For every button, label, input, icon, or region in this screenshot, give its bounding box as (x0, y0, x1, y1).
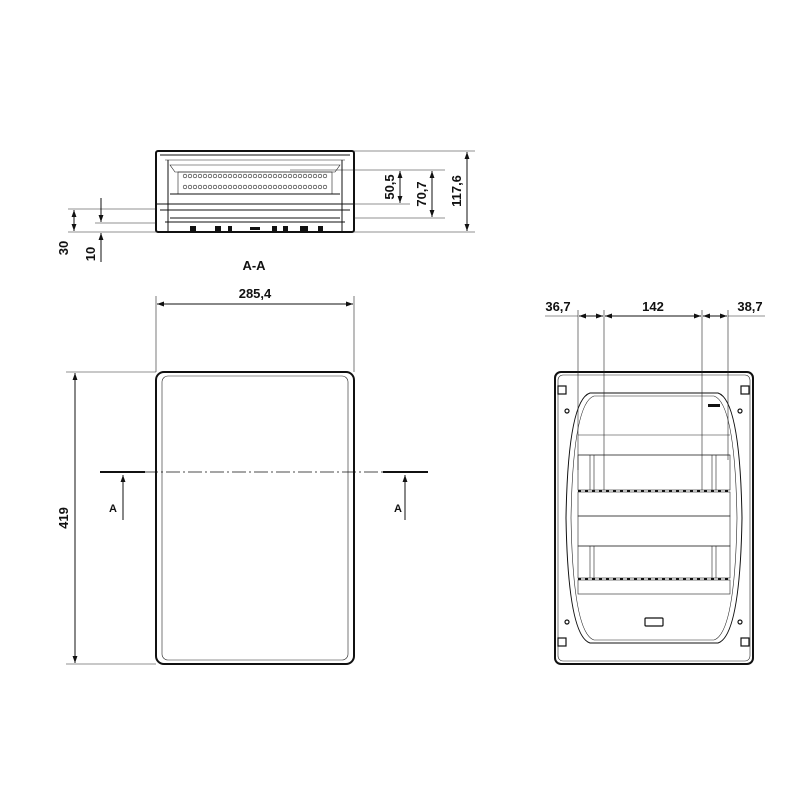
terminal-hole (217, 184, 223, 190)
dim-70-7: 70,7 (414, 181, 429, 206)
terminal-hole (262, 184, 268, 190)
terminal-hole (272, 173, 278, 179)
terminal-hole (237, 184, 243, 190)
section-mark-left: A (109, 503, 117, 515)
terminal-hole (197, 184, 203, 190)
terminal-hole (307, 184, 313, 190)
terminal-hole (317, 173, 323, 179)
terminal-hole (252, 173, 258, 179)
terminal-hole (202, 184, 208, 190)
terminal-hole (282, 173, 288, 179)
terminal-hole (302, 184, 308, 190)
terminal-hole (187, 173, 193, 179)
terminal-hole (192, 173, 198, 179)
dim-10: 10 (83, 247, 98, 261)
terminal-hole (322, 184, 328, 190)
terminal-hole (252, 184, 258, 190)
terminal-hole (297, 173, 303, 179)
dim-117-6: 117,6 (449, 175, 464, 207)
terminal-hole (247, 184, 253, 190)
dim-right: 38,7 (737, 299, 762, 314)
terminal-hole (302, 173, 308, 179)
terminal-hole (192, 184, 198, 190)
terminal-hole (322, 173, 328, 179)
terminal-hole (237, 173, 243, 179)
terminal-hole (242, 173, 248, 179)
front-view: 285,4 419 A A (56, 286, 428, 665)
terminal-hole (217, 173, 223, 179)
terminal-hole (287, 184, 293, 190)
terminal-hole (257, 184, 263, 190)
terminal-hole (232, 184, 238, 190)
terminal-rows (182, 173, 328, 190)
section-mark-right: A (394, 503, 402, 515)
dim-width: 285,4 (239, 286, 272, 301)
terminal-hole (202, 173, 208, 179)
terminal-hole (312, 184, 318, 190)
terminal-hole (187, 184, 193, 190)
terminal-hole (292, 184, 298, 190)
section-view: 117,6 70,7 50,5 30 10 A-A (56, 150, 475, 273)
dim-left: 36,7 (545, 299, 570, 314)
terminal-hole (307, 173, 313, 179)
terminal-hole (292, 173, 298, 179)
terminal-hole (207, 184, 213, 190)
terminal-hole (222, 184, 228, 190)
terminal-hole (277, 173, 283, 179)
terminal-hole (262, 173, 268, 179)
terminal-hole (267, 184, 273, 190)
terminal-hole (182, 184, 188, 190)
dim-center: 142 (642, 299, 664, 314)
dim-height: 419 (56, 507, 71, 529)
terminal-hole (207, 173, 213, 179)
terminal-hole (222, 173, 228, 179)
terminal-hole (212, 173, 218, 179)
terminal-hole (297, 184, 303, 190)
terminal-hole (247, 173, 253, 179)
terminal-hole (242, 184, 248, 190)
terminal-hole (272, 184, 278, 190)
terminal-hole (277, 184, 283, 190)
section-label: A-A (242, 258, 266, 273)
dim-30: 30 (56, 241, 71, 255)
terminal-hole (287, 173, 293, 179)
terminal-hole (212, 184, 218, 190)
dim-50-5: 50,5 (382, 174, 397, 199)
terminal-hole (197, 173, 203, 179)
terminal-hole (267, 173, 273, 179)
terminal-hole (257, 173, 263, 179)
terminal-hole (227, 173, 233, 179)
open-view: 36,7 142 38,7 (545, 299, 765, 665)
terminal-hole (182, 173, 188, 179)
terminal-hole (312, 173, 318, 179)
terminal-hole (232, 173, 238, 179)
terminal-hole (282, 184, 288, 190)
terminal-hole (317, 184, 323, 190)
terminal-hole (227, 184, 233, 190)
